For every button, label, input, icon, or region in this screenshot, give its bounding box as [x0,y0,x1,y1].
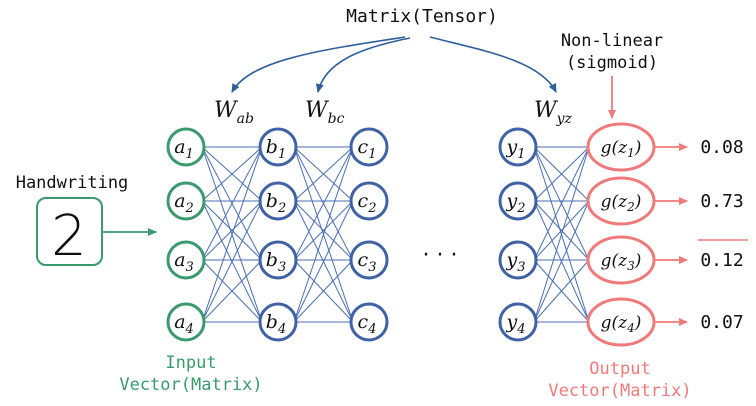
edge-a4-b2 [201,200,263,323]
svg-text:Wyz: Wyz [534,98,573,127]
output-layer: g(z1) 0.08 g(z2) 0.73 g(z3) 0.12 g(z4) 0.07 [586,122,744,347]
edge-b4-c1 [293,146,354,323]
edge-b3-c2 [293,200,354,261]
svg-text:c4: c4 [358,311,377,337]
node-b1: b1 [258,127,298,167]
handwriting-label: Handwriting [16,173,129,193]
connection-edges [201,146,590,323]
edge-y4-out2 [533,200,590,323]
svg-text:b3: b3 [266,249,286,275]
edge-a4-b3 [201,259,263,323]
handwriting-image-box [36,197,103,266]
node-a2: a2 [166,181,206,221]
weight-label-yz: Wyz [534,98,573,127]
output-value-4: 0.07 [700,312,743,333]
node-b4: b4 [258,302,298,342]
edge-b4-c2 [293,200,354,323]
edge-b4-c3 [293,259,354,323]
input-caption-line2: Vector(Matrix) [119,375,262,395]
edge-y2-out1 [533,146,590,202]
svg-text:y4: y4 [505,311,525,337]
title-arrow-wyz [429,36,557,93]
weight-label-ab: Wab [214,98,254,127]
edge-a3-b2 [201,200,263,261]
svg-text:Wbc: Wbc [305,98,345,127]
diagram-title: Matrix(Tensor) [346,6,498,27]
svg-text:a1: a1 [174,136,194,162]
svg-text:b2: b2 [266,190,286,216]
svg-text:y1: y1 [505,136,525,162]
node-a4: a4 [166,302,206,342]
node-b3: b3 [258,240,298,280]
handwritten-digit: 2 [51,204,87,269]
node-y3: y3 [498,240,538,280]
edge-b3-c1 [293,146,354,261]
node-y4: y4 [498,302,538,342]
svg-text:b1: b1 [266,136,286,162]
edge-y3-out1 [533,146,590,261]
output-node-1: g(z1) [586,122,656,172]
node-y2: y2 [498,181,538,221]
node-c3: c3 [349,240,389,280]
edge-y4-out3 [533,259,590,323]
activation-label-line1: Non-linear [561,31,663,51]
output-caption-line1: Output [589,359,650,379]
output-node-3: g(z3) [586,235,656,285]
network-nodes: a1 a2 a3 a4 b1 b2 b3 b4 c1 c2 c3 c4 y1 y2 y3 y4 [166,127,538,342]
svg-text:g(z4): g(z4) [601,313,642,335]
weight-label-bc: Wbc [305,98,345,127]
edge-a4-b1 [201,146,263,323]
svg-text:g(z1): g(z1) [601,138,642,160]
node-a1: a1 [166,127,206,167]
edge-a2-b1 [201,146,263,202]
svg-text:c3: c3 [358,249,377,275]
title-arrow-wab [231,36,406,93]
output-node-2: g(z2) [586,176,656,226]
activation-label-line2: (sigmoid) [566,53,658,73]
output-node-4: g(z4) [586,297,656,347]
title-arrow-wbc [315,37,411,93]
output-value-3: 0.12 [700,250,743,271]
svg-text:b4: b4 [266,311,286,337]
node-b2: b2 [258,181,298,221]
svg-text:a4: a4 [174,311,194,337]
input-caption-line1: Input [165,353,216,373]
edge-y3-out2 [533,200,590,261]
node-a3: a3 [166,240,206,280]
node-y1: y1 [498,127,538,167]
edge-y4-out1 [533,146,590,323]
svg-text:a2: a2 [174,190,194,216]
svg-text:y3: y3 [505,249,525,275]
svg-text:g(z2): g(z2) [601,192,642,214]
output-value-1: 0.08 [700,137,743,158]
node-c1: c1 [349,127,389,167]
hidden-layers-ellipsis: · · · [423,243,458,268]
edge-b2-c1 [293,146,354,202]
svg-text:Wab: Wab [214,98,254,127]
edge-a3-b1 [201,146,263,261]
svg-text:c2: c2 [358,190,377,216]
svg-text:y2: y2 [505,190,525,216]
svg-text:a3: a3 [174,249,194,275]
node-c2: c2 [349,181,389,221]
svg-text:c1: c1 [358,136,377,162]
output-value-2: 0.73 [700,191,743,212]
output-caption-line2: Vector(Matrix) [548,381,691,401]
node-c4: c4 [349,302,389,342]
svg-text:g(z3): g(z3) [601,251,642,273]
